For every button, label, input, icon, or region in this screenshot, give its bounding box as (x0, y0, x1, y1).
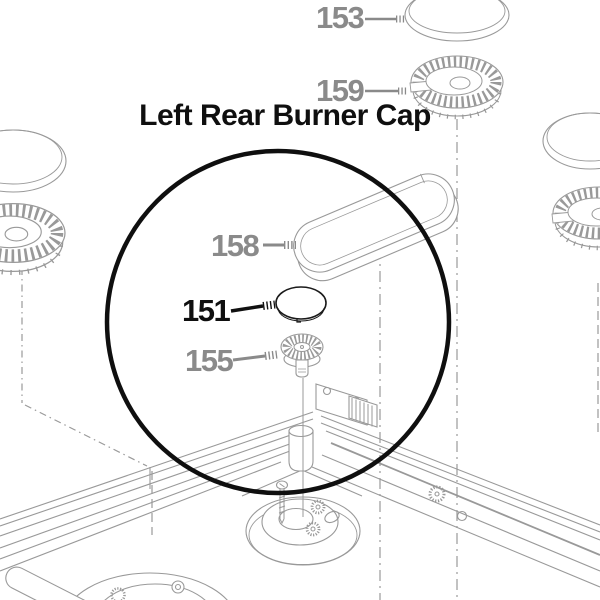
oval-burner-158-shape (293, 173, 459, 282)
right-burner-stack (542, 112, 600, 248)
part-label-158: 158 (211, 228, 260, 263)
alignment-dash-lines (21, 119, 599, 600)
part-label-153: 153 (316, 0, 365, 35)
cooktop-frame (0, 383, 600, 600)
burner-cap-151-shape (275, 286, 327, 323)
leader-lines (230, 15, 408, 362)
burner-head-155-shape (280, 333, 324, 378)
top-burner-stack (404, 0, 510, 117)
part-label-159: 159 (316, 73, 365, 108)
left-burner-stack (0, 129, 66, 273)
part-label-151: 151 (182, 293, 231, 328)
page-title: Left Rear Burner Cap (139, 99, 431, 132)
magnifier-circle (104, 148, 452, 496)
burner-cap-153-shape (404, 0, 510, 42)
part-label-155: 155 (185, 343, 234, 378)
